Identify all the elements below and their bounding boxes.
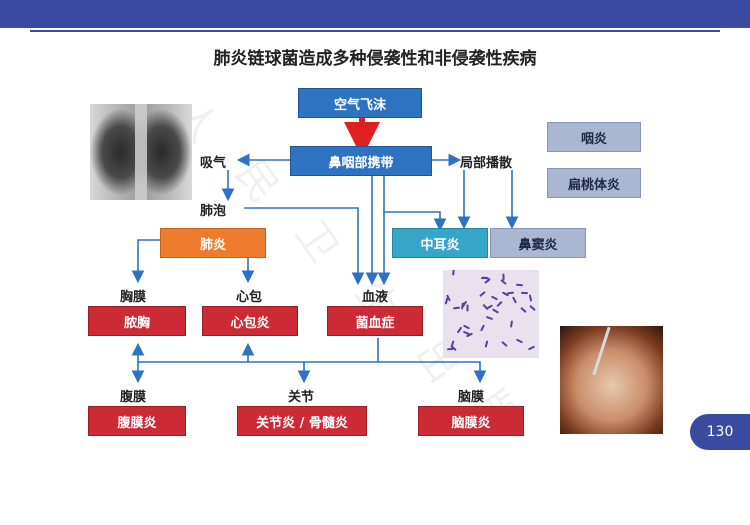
bacteremia-box: 菌血症 [327, 306, 423, 336]
arthritis-box: 关节炎 / 骨髓炎 [237, 406, 367, 436]
chest-xray-image [90, 104, 192, 200]
brain-specimen-image [560, 326, 663, 434]
sinusitis-box: 鼻窦炎 [490, 228, 586, 258]
pneumonia-box: 肺炎 [160, 228, 266, 258]
pericarditis-box: 心包炎 [202, 306, 298, 336]
droplet-box: 空气飞沫 [298, 88, 422, 118]
page-number: 130 [690, 414, 750, 450]
tonsillitis-box: 扁桃体炎 [547, 168, 641, 198]
blood-label: 血液 [362, 290, 389, 305]
alveoli-label: 肺泡 [200, 204, 227, 219]
empyema-box: 脓胸 [88, 306, 186, 336]
pleura-label: 胸膜 [120, 290, 147, 305]
slide-title: 肺炎链球菌造成多种侵袭性和非侵袭性疾病 [213, 49, 537, 69]
carriage-box: 鼻咽部携带 [290, 146, 432, 176]
peritonitis-box: 腹膜炎 [88, 406, 186, 436]
inhale-label: 吸气 [200, 156, 227, 171]
otitis-box: 中耳炎 [392, 228, 488, 258]
micrograph-image [443, 270, 539, 358]
peritoneum-label: 腹膜 [120, 390, 147, 405]
joint-label: 关节 [288, 390, 315, 405]
pericardium-label: 心包 [236, 290, 263, 305]
pharyngitis-box: 咽炎 [547, 122, 641, 152]
header-bar [0, 0, 750, 28]
header-rule [30, 30, 720, 32]
local-spread-label: 局部播散 [460, 156, 513, 171]
meningitis-box: 脑膜炎 [418, 406, 524, 436]
meninges-label: 脑膜 [458, 390, 485, 405]
